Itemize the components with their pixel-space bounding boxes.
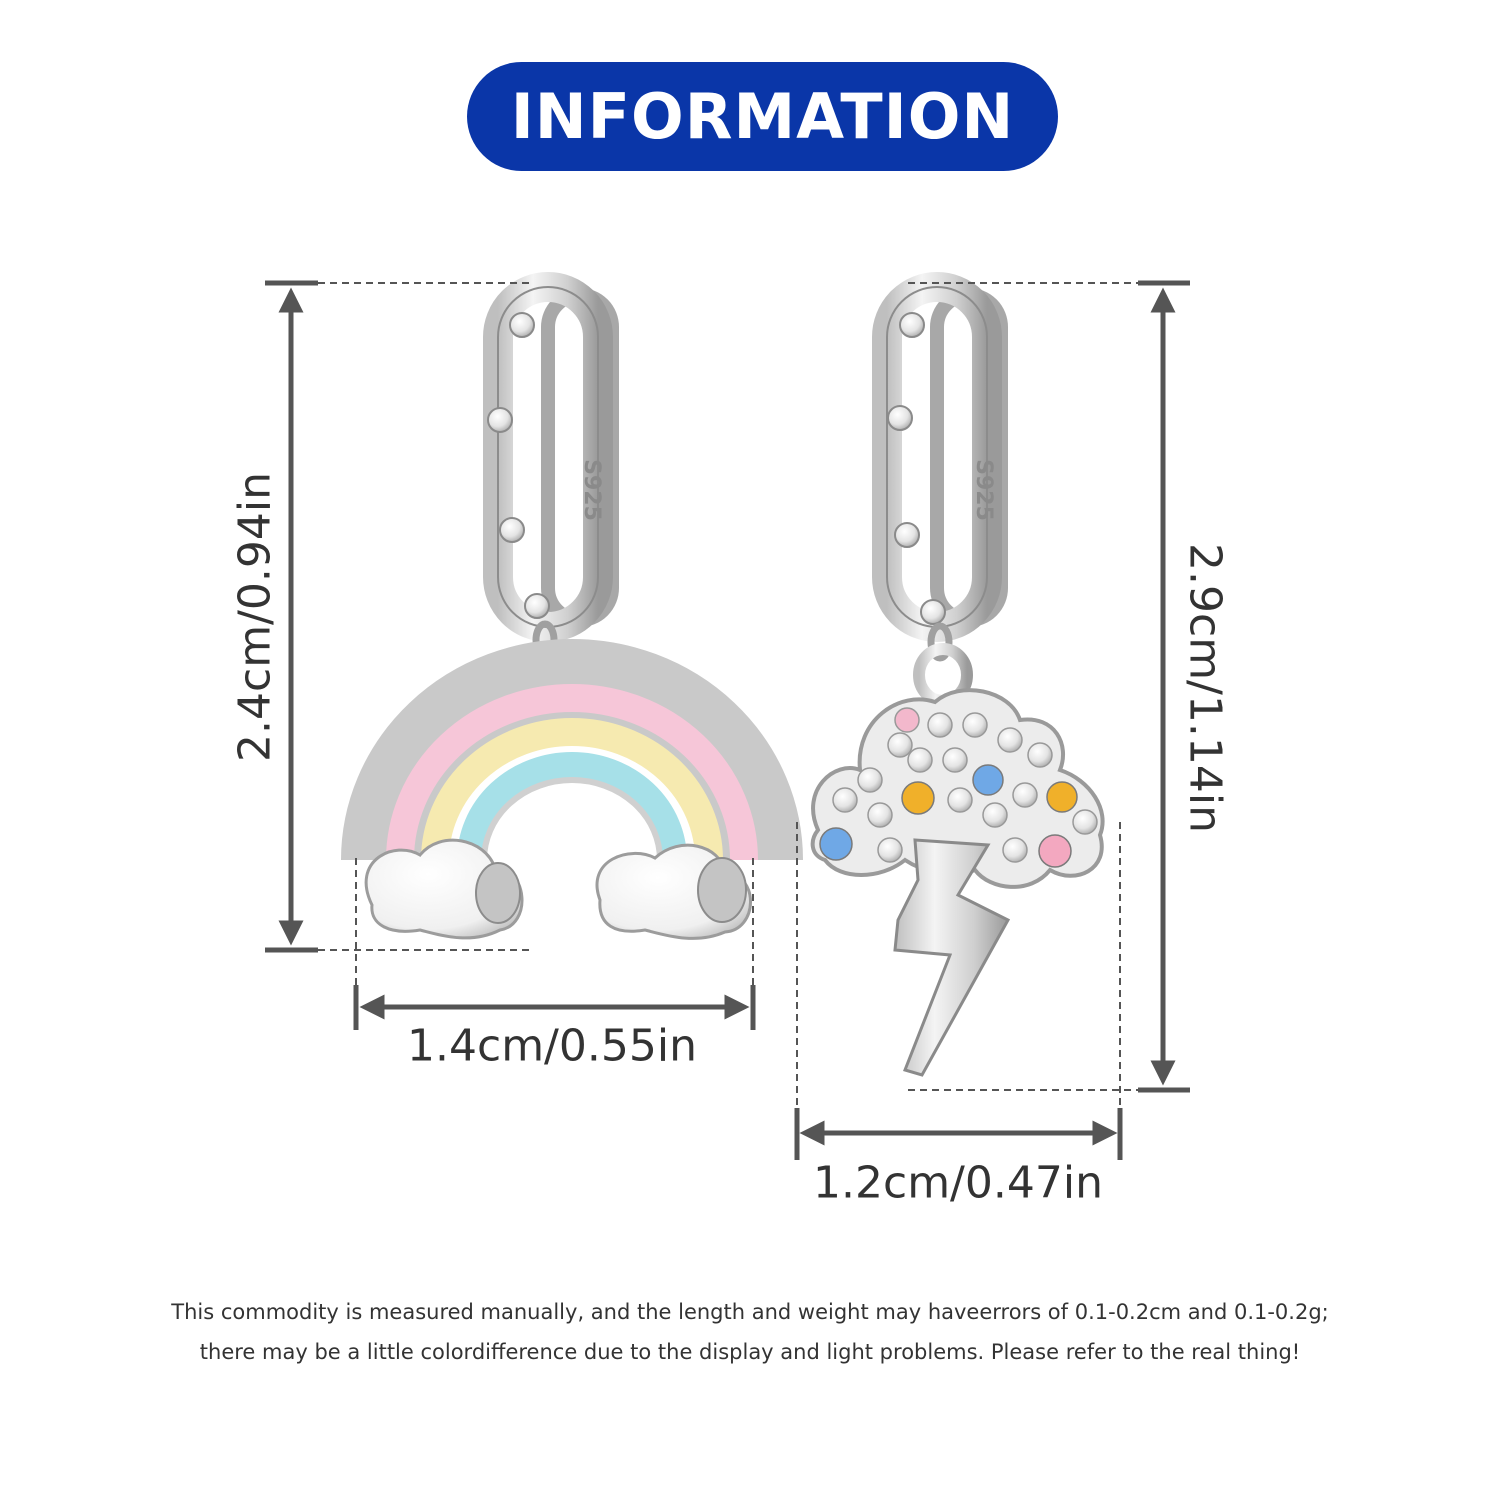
hoop-gem bbox=[524, 593, 550, 619]
dimension-left-height bbox=[265, 280, 530, 953]
hoop-gem bbox=[887, 405, 913, 431]
hoop-gem bbox=[899, 312, 925, 338]
lightning-cloud-earring: S925 bbox=[810, 272, 1105, 1077]
disclaimer-line-1: This commodity is measured manually, and… bbox=[171, 1300, 1329, 1324]
left-cloud bbox=[364, 838, 524, 940]
disclaimer-line-2: there may be a little colordifference du… bbox=[199, 1340, 1301, 1364]
hoop-gem bbox=[487, 407, 513, 433]
hoop-gem bbox=[499, 517, 525, 543]
hoop-gem bbox=[920, 599, 946, 625]
hoop-stamp: S925 bbox=[971, 459, 996, 521]
information-banner: INFORMATION bbox=[467, 62, 1058, 171]
rainbow-earring: S925 bbox=[341, 272, 803, 940]
lightning-bolt bbox=[893, 838, 1011, 1077]
hoop-gem bbox=[509, 312, 535, 338]
hoop-gem bbox=[894, 522, 920, 548]
rainbow-yellow-band bbox=[421, 718, 723, 861]
right-cloud bbox=[595, 843, 752, 940]
hoop-stamp: S925 bbox=[579, 459, 604, 521]
pave-stones bbox=[832, 712, 1098, 863]
dimension-right-height bbox=[908, 280, 1190, 1093]
left-width-label: 1.4cm/0.55in bbox=[407, 1020, 697, 1072]
rainbow-pink-band bbox=[386, 684, 758, 861]
right-width-label: 1.2cm/0.47in bbox=[813, 1157, 1103, 1209]
colored-stones bbox=[819, 707, 1078, 868]
banner-title: INFORMATION bbox=[510, 80, 1015, 153]
dimension-right-width bbox=[794, 822, 1123, 1160]
right-height-label: 2.9cm/1.14in bbox=[1179, 543, 1231, 833]
dimension-left-width bbox=[353, 858, 756, 1030]
left-height-label: 2.4cm/0.94in bbox=[229, 472, 281, 762]
rainbow-blue-band bbox=[457, 752, 687, 861]
